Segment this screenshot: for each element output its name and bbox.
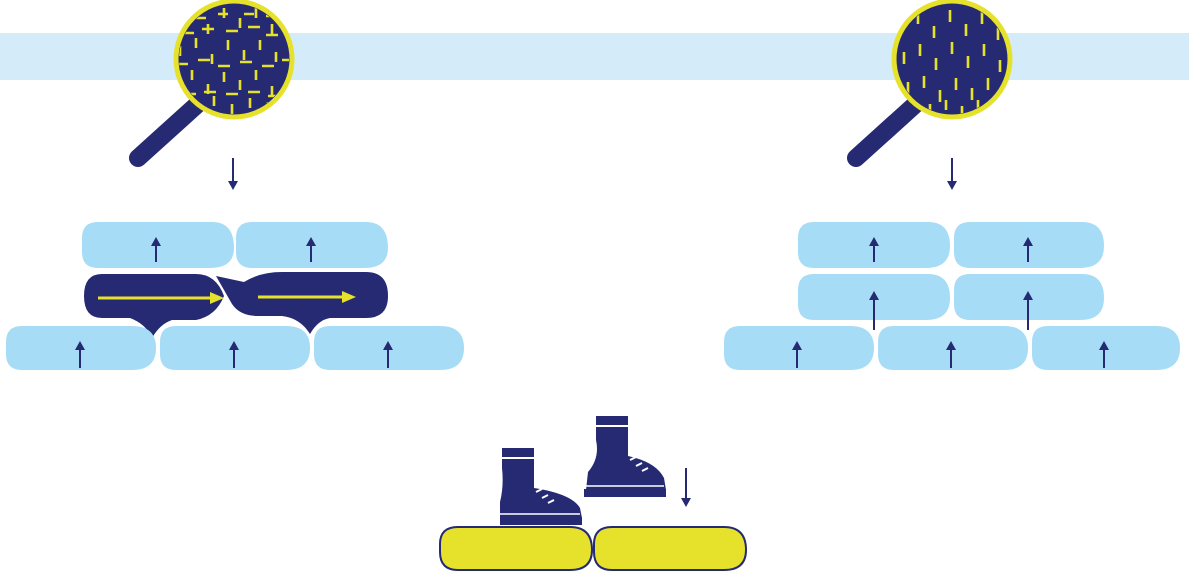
arrow-down-icon [681,468,691,507]
woven-sandbag-highlighted [216,272,388,334]
top-row [798,222,1104,268]
yellow-sandbag [594,527,746,570]
footer-scene [440,416,746,570]
boot-icon [584,416,666,497]
top-row [82,222,388,268]
arrow-down-icon [947,158,957,190]
middle-row [798,274,1104,320]
yellow-sandbag [440,527,592,570]
boot-icon [500,448,582,525]
arrow-down-icon [228,158,238,190]
